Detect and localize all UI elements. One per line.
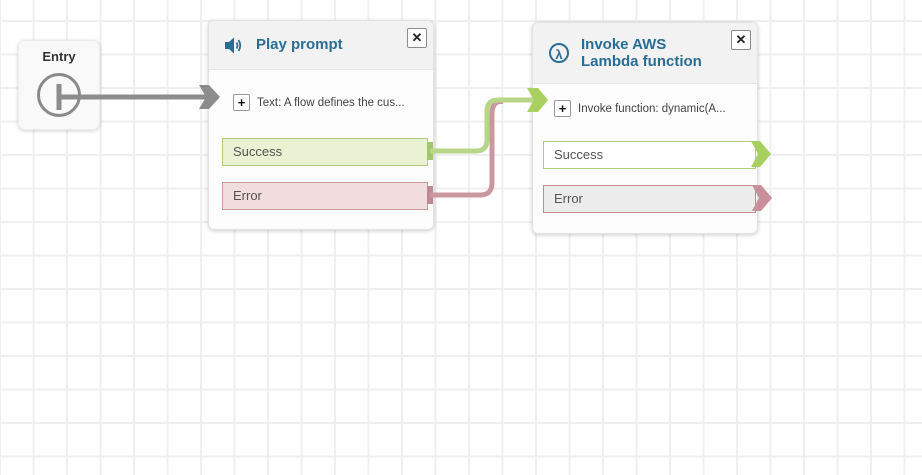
output-row-success[interactable]: Success bbox=[222, 138, 428, 166]
node-title: Play prompt bbox=[256, 36, 343, 54]
node-play-prompt-header[interactable]: Play prompt ✕ bbox=[209, 21, 433, 70]
output-label: Error bbox=[233, 188, 262, 203]
close-icon[interactable]: ✕ bbox=[731, 30, 751, 50]
entry-node-label: Entry bbox=[42, 49, 76, 64]
node-title: Invoke AWS Lambda function bbox=[581, 35, 702, 70]
entry-connector-port[interactable] bbox=[37, 73, 81, 117]
add-action-button[interactable]: + bbox=[554, 100, 571, 117]
close-icon[interactable]: ✕ bbox=[407, 28, 427, 48]
action-row: + Text: A flow defines the cus... bbox=[233, 94, 421, 111]
output-row-error[interactable]: Error bbox=[543, 185, 756, 213]
action-row: + Invoke function: dynamic(A... bbox=[554, 100, 745, 117]
output-label: Success bbox=[233, 144, 283, 159]
action-summary: Text: A flow defines the cus... bbox=[257, 96, 405, 109]
output-label: Success bbox=[554, 147, 604, 162]
entry-node[interactable]: Entry bbox=[18, 40, 100, 130]
node-play-prompt[interactable]: Play prompt ✕ + Text: A flow defines the… bbox=[208, 20, 434, 230]
node-invoke-lambda-header[interactable]: λ Invoke AWS Lambda function ✕ bbox=[533, 23, 757, 84]
node-invoke-lambda[interactable]: λ Invoke AWS Lambda function ✕ + Invoke … bbox=[532, 22, 758, 234]
speaker-icon bbox=[225, 37, 242, 53]
lambda-icon: λ bbox=[549, 43, 569, 63]
add-action-button[interactable]: + bbox=[233, 94, 250, 111]
output-row-error[interactable]: Error bbox=[222, 182, 428, 210]
output-label: Error bbox=[554, 191, 583, 206]
action-summary: Invoke function: dynamic(A... bbox=[578, 102, 726, 115]
output-row-success[interactable]: Success bbox=[543, 141, 756, 169]
